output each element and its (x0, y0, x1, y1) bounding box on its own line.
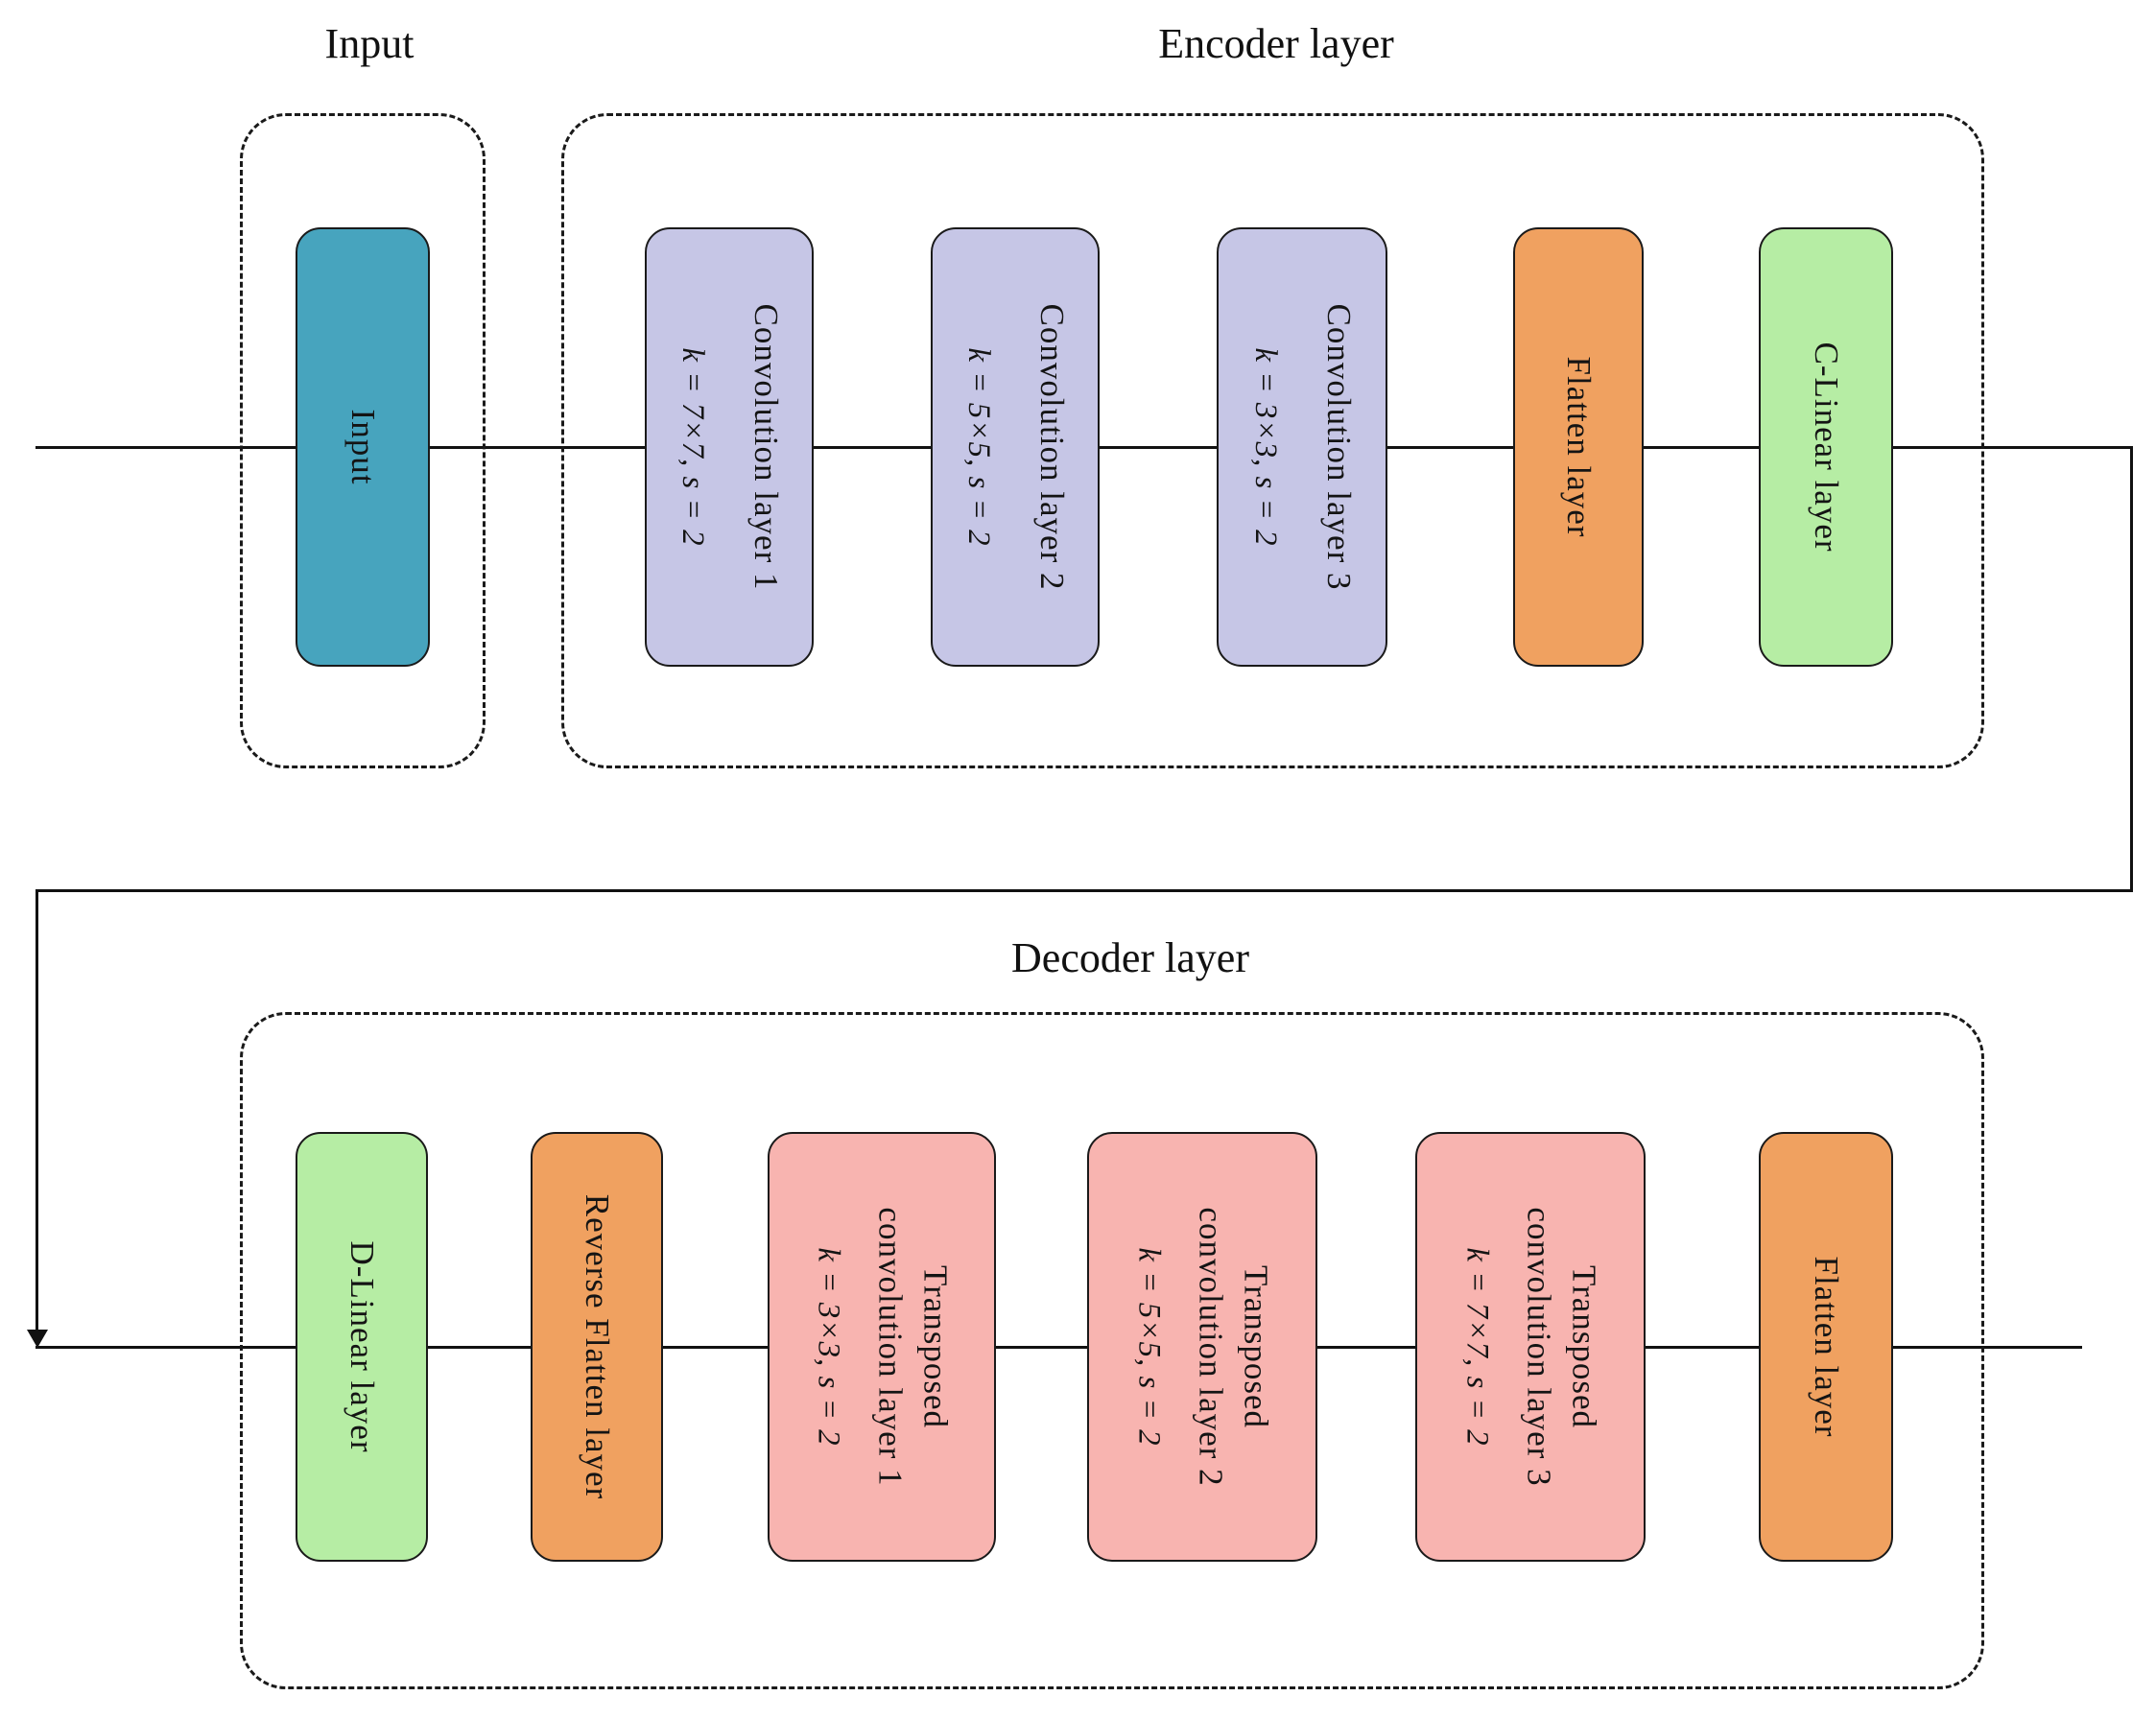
reverse-flatten-layer-block: Reverse Flatten layer (531, 1132, 663, 1562)
block-label: Convolution layer 2 (1033, 303, 1071, 591)
block-label: convolution layer 1 (871, 1207, 910, 1487)
d-linear-layer-block: D-Linear layer (296, 1132, 428, 1562)
input-group-title: Input (324, 20, 415, 67)
feedback-line-right (2130, 446, 2133, 892)
feedback-line-middle (36, 889, 2133, 892)
encoder-group-box (561, 113, 1984, 768)
block-label: convolution layer 3 (1520, 1207, 1558, 1487)
transposed-conv-layer-2-block: Transposed convolution layer 2 k = 5×5, … (1087, 1132, 1317, 1562)
encoder-group-title: Encoder layer (1158, 20, 1394, 67)
block-param: k = 3×3, s = 2 (811, 1247, 846, 1447)
block-label: Flatten layer (1560, 356, 1598, 538)
block-label: Transposed (1565, 1264, 1603, 1429)
conv-layer-3-block: Convolution layer 3 k = 3×3, s = 2 (1217, 227, 1387, 667)
block-param: k = 5×5, s = 2 (1131, 1247, 1167, 1447)
arrow-down-icon (27, 1330, 48, 1348)
conv-layer-2-block: Convolution layer 2 k = 5×5, s = 2 (931, 227, 1100, 667)
block-label: Convolution layer 3 (1320, 303, 1358, 591)
block-label: Transposed (1237, 1264, 1275, 1429)
block-label: Flatten layer (1808, 1256, 1845, 1438)
flatten-layer-decoder-block: Flatten layer (1759, 1132, 1893, 1562)
decoder-group-box (240, 1012, 1984, 1689)
block-label: convolution layer 2 (1192, 1207, 1230, 1487)
block-label: Reverse Flatten layer (579, 1193, 616, 1500)
input-block: Input (296, 227, 430, 667)
c-linear-layer-block: C-Linear layer (1759, 227, 1893, 667)
block-label: C-Linear layer (1808, 342, 1845, 553)
transposed-conv-layer-3-block: Transposed convolution layer 3 k = 7×7, … (1415, 1132, 1646, 1562)
feedback-line-left (36, 889, 38, 1332)
input-group-box (240, 113, 486, 768)
block-param: k = 5×5, s = 2 (961, 347, 996, 547)
block-label: D-Linear layer (344, 1240, 381, 1453)
decoder-flow-line (36, 1346, 2082, 1349)
block-param: k = 7×7, s = 2 (675, 347, 710, 547)
flatten-layer-encoder-block: Flatten layer (1513, 227, 1644, 667)
conv-layer-1-block: Convolution layer 1 k = 7×7, s = 2 (645, 227, 814, 667)
block-param: k = 7×7, s = 2 (1459, 1247, 1495, 1447)
block-label: Input (344, 409, 382, 485)
transposed-conv-layer-1-block: Transposed convolution layer 1 k = 3×3, … (768, 1132, 996, 1562)
block-param: k = 3×3, s = 2 (1248, 347, 1283, 547)
decoder-group-title: Decoder layer (1011, 934, 1249, 981)
block-label: Transposed (916, 1264, 955, 1429)
block-label: Convolution layer 1 (747, 303, 785, 591)
